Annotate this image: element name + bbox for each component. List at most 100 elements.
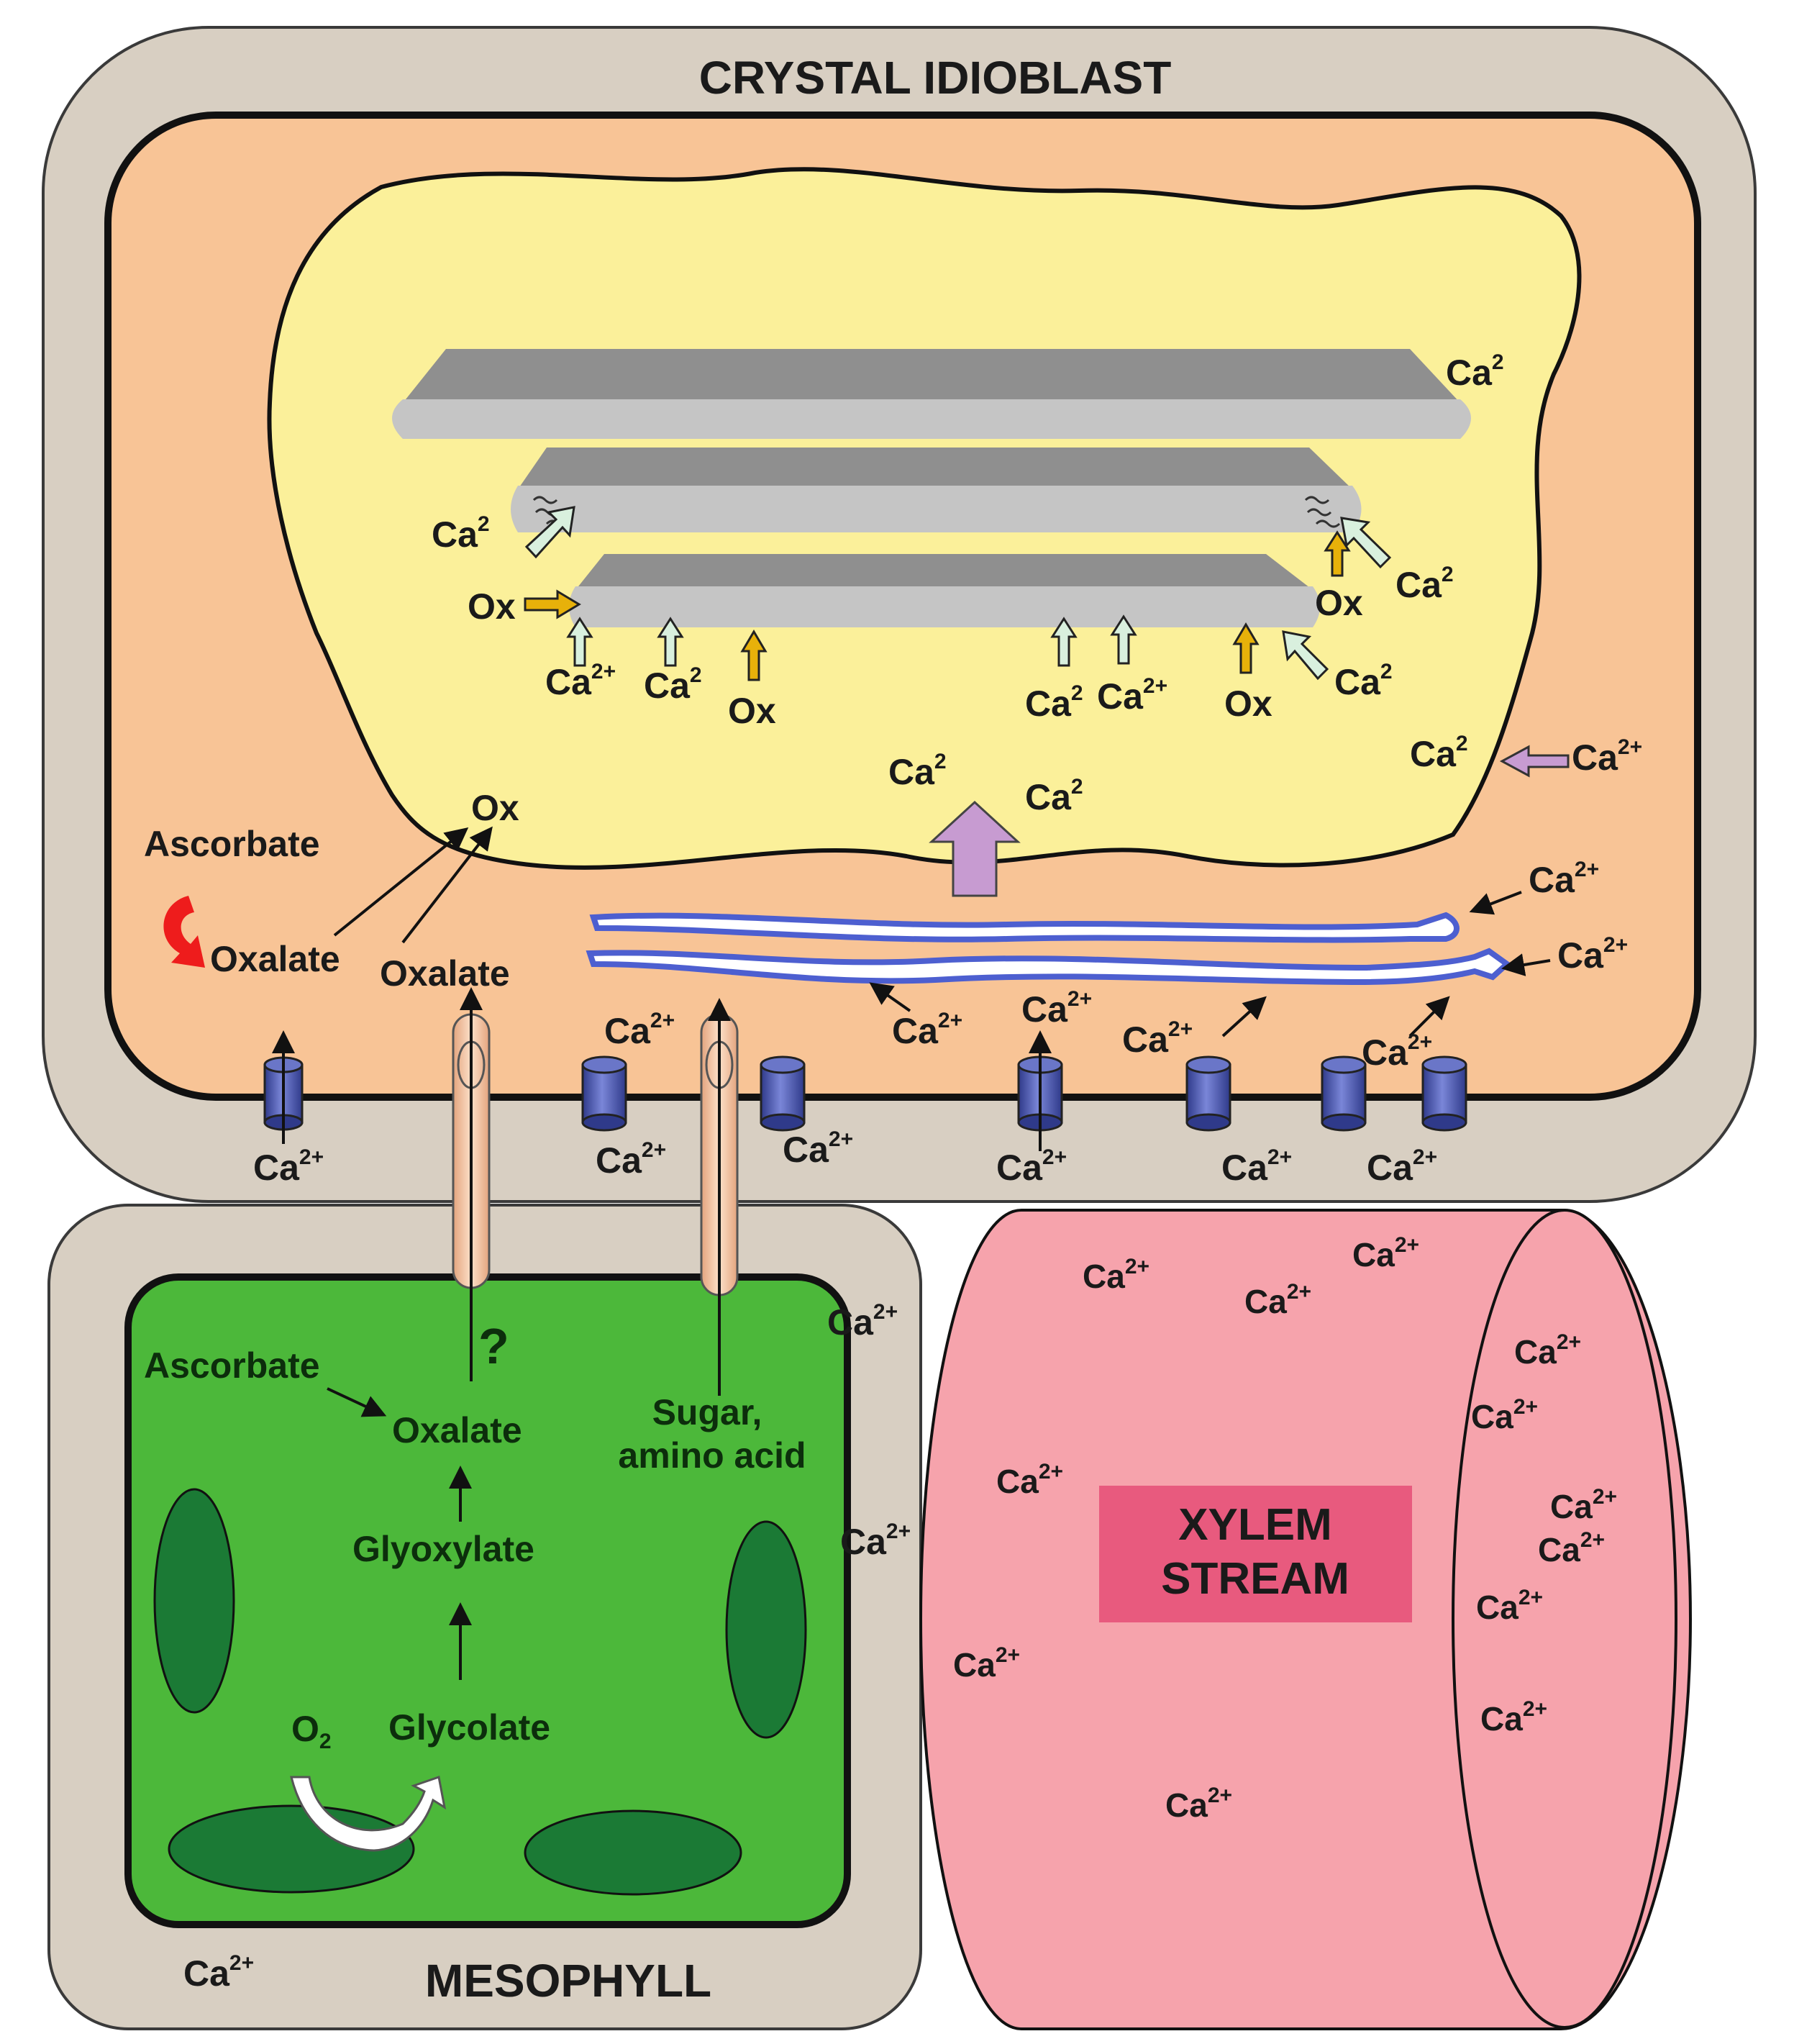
sugar-label-line2: amino acid xyxy=(618,1435,806,1476)
mesophyll-pathway-arrows xyxy=(327,1387,472,1680)
transporter-oxalate xyxy=(452,987,491,1381)
ca-label: Ca2+ xyxy=(1367,1145,1437,1188)
question-mark: ? xyxy=(478,1318,509,1374)
ca-label: Ca2+ xyxy=(996,1460,1063,1500)
arrow-ca-to-er-5 xyxy=(1408,996,1450,1037)
ca-channel-5 xyxy=(1185,1055,1231,1132)
arrow-oxalate-to-ox-2 xyxy=(401,826,493,944)
crystal-growth-marks-right xyxy=(1304,496,1341,528)
lightgreen-arrow-up-4 xyxy=(1110,614,1137,665)
ca-label: Ca2+ xyxy=(1557,933,1628,976)
purple-arrow-up-large xyxy=(929,800,1021,897)
yellow-arrow-up-3 xyxy=(1324,530,1351,577)
ca-label: Ca2+ xyxy=(827,1300,898,1343)
ca-label: Ca2 xyxy=(1025,681,1083,724)
lightgreen-arrow-up-left-right xyxy=(1340,517,1392,569)
ca-label: Ca2 xyxy=(888,750,947,792)
ca-label: Ca2+ xyxy=(545,660,616,702)
xylem-vessel: XYLEM STREAM Ca2+ Ca2+ Ca2+ Ca2+ Ca2+ Ca… xyxy=(919,1209,1693,2030)
ca-channel-6 xyxy=(1321,1055,1367,1132)
ca-arrows-to-crystal xyxy=(524,506,1570,897)
mesophyll-ca-labels: Ca2+ Ca2+ Ca2+ xyxy=(183,1300,911,1994)
xylem-label-box xyxy=(1099,1486,1412,1622)
sugar-label-line1: Sugar, xyxy=(652,1392,762,1432)
raphide-crystal-top xyxy=(392,349,1471,439)
mesophyll-cell: MESOPHYLL Ascorbate Oxalate Glyoxylate G… xyxy=(47,1204,922,2030)
calcium-channels xyxy=(263,1030,1467,1151)
ca-label: Ca2+ xyxy=(1221,1145,1292,1188)
ca-label: Ca2+ xyxy=(1352,1233,1419,1273)
arrow-ca-to-er-2 xyxy=(1501,953,1551,976)
lightgreen-arrow-up-left-lower xyxy=(1282,630,1329,681)
lightgreen-arrow-up-1 xyxy=(566,617,593,667)
ca-label: Ca2 xyxy=(1410,732,1468,774)
chloroplast-left xyxy=(153,1488,235,1714)
ca-label: Ca2 xyxy=(1025,775,1083,817)
ca-label: Ca2+ xyxy=(604,1009,675,1051)
arrow-ca-to-er-4 xyxy=(1221,996,1267,1037)
red-curved-arrow xyxy=(163,896,205,968)
raphide-crystal-bottom xyxy=(569,554,1320,627)
ca-label: Ca2+ xyxy=(892,1009,962,1051)
ca-label: Ca2+ xyxy=(953,1643,1020,1684)
crystal-idioblast: CRYSTAL IDIOBLAST xyxy=(42,26,1757,1203)
ca-label: Ca2+ xyxy=(996,1145,1067,1188)
lightgreen-arrow-up-2 xyxy=(657,617,684,667)
o2-label: O2 xyxy=(291,1709,332,1753)
arrow-ca-to-er-3 xyxy=(869,982,911,1012)
ca-label: Ca2+ xyxy=(1165,1784,1232,1824)
transporter-sugar xyxy=(700,998,739,1396)
chloroplast-bottom-right xyxy=(524,1809,742,1896)
oxalate-label-idioblast-right: Oxalate xyxy=(380,953,510,994)
lightgreen-arrow-up-right-left xyxy=(524,506,575,559)
ca-label: Ca2+ xyxy=(1122,1017,1193,1060)
glyoxylate-label: Glyoxylate xyxy=(352,1529,534,1569)
ca-label: Ca2+ xyxy=(253,1145,324,1188)
oxalate-label-idioblast-left: Oxalate xyxy=(210,939,340,979)
mesophyll-title: MESOPHYLL xyxy=(425,1955,711,2007)
ca-label: Ca2+ xyxy=(1244,1280,1311,1320)
ca-channel-2 xyxy=(581,1055,627,1132)
ca-label: Ca2+ xyxy=(1480,1697,1547,1738)
ca-channel-7 xyxy=(1421,1055,1467,1132)
xylem-title-line2: STREAM xyxy=(1161,1554,1349,1604)
ca-label: Ca2+ xyxy=(1471,1395,1538,1435)
ca-label: Ca2 xyxy=(644,663,702,706)
oxalate-label-mesophyll: Oxalate xyxy=(392,1410,522,1450)
ascorbate-label-idioblast: Ascorbate xyxy=(144,824,320,864)
ca-label: Ca2 xyxy=(1334,660,1393,702)
ca-label: Ca2+ xyxy=(1097,674,1167,717)
yellow-arrow-up-1 xyxy=(740,630,768,681)
ca-label: Ca2+ xyxy=(1538,1528,1605,1568)
ca-label: Ca2 xyxy=(432,512,490,555)
ca-label: Ca2+ xyxy=(1514,1330,1581,1371)
ca-label: Ca2 xyxy=(1446,350,1504,393)
arrow-oxalate-to-ox-1 xyxy=(333,827,469,937)
ca-label: Ca2+ xyxy=(1021,987,1092,1030)
chloroplast-right xyxy=(725,1520,807,1739)
idioblast-ca-labels: Ca2 Ca2 Ca2 Ca2+ Ca2 Ca2 Ca2+ Ca2 Ca2 Ca… xyxy=(253,350,1642,1188)
arrow-ca-to-er-1 xyxy=(1469,891,1522,915)
yellow-arrow-right-ox xyxy=(524,589,581,619)
xylem-ca-labels: Ca2+ Ca2+ Ca2+ Ca2+ Ca2+ Ca2+ Ca2+ Ca2+ … xyxy=(953,1233,1617,1824)
raphide-crystal-middle xyxy=(511,448,1362,532)
glycolate-label: Glycolate xyxy=(388,1707,550,1748)
er-tube-upper xyxy=(589,912,1460,943)
ox-label-below-right: Ox xyxy=(1224,683,1272,724)
ca-label: Ca2+ xyxy=(596,1138,666,1181)
ox-label-crystal-right: Ox xyxy=(1315,583,1363,623)
xylem-cylinder-end xyxy=(1452,1209,1677,2029)
mesophyll-labels: Ascorbate Oxalate Glyoxylate Glycolate O… xyxy=(144,1318,806,1753)
yellow-arrow-up-2 xyxy=(1232,622,1260,674)
ox-label-below-left: Ox xyxy=(728,691,776,731)
er-tube-lower xyxy=(586,948,1512,986)
ca-label: Ca2+ xyxy=(1572,735,1642,778)
xylem-title-line1: XYLEM xyxy=(1178,1500,1332,1550)
ca-label: Ca2+ xyxy=(1529,858,1599,900)
lightgreen-arrow-up-3 xyxy=(1050,617,1078,667)
arrow-ascorbate-to-oxalate xyxy=(327,1387,387,1417)
endoplasmic-reticulum xyxy=(586,912,1512,986)
ca-label: Ca2+ xyxy=(1362,1030,1432,1073)
